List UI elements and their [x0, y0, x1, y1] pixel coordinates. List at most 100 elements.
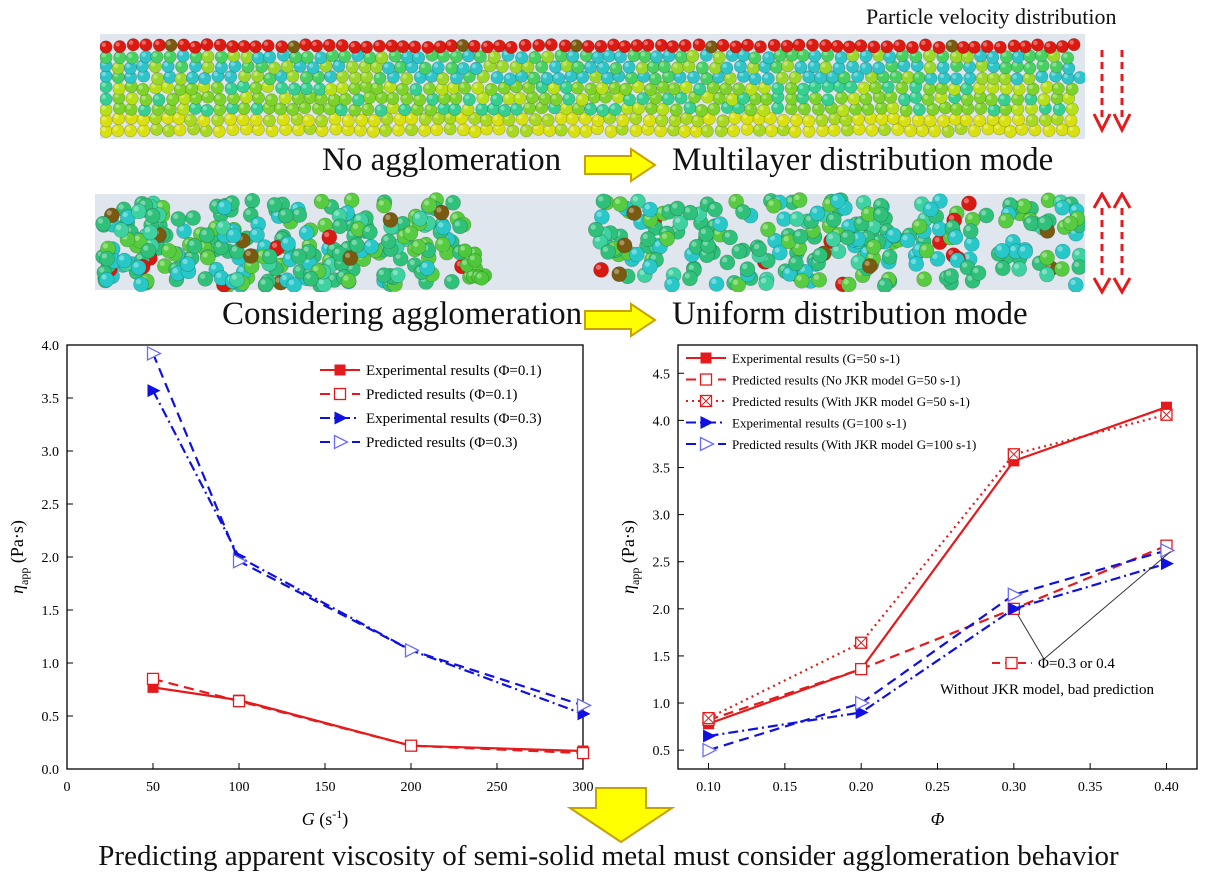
particle: [552, 71, 566, 85]
particle: [857, 81, 871, 95]
legend-marker: [699, 436, 715, 452]
particle: [400, 72, 414, 86]
particle: [151, 72, 165, 86]
particle: [741, 38, 755, 52]
particle: [678, 124, 692, 138]
particle: [825, 212, 842, 228]
row2-left-text: Considering agglomeration: [222, 296, 583, 332]
y-tick-label: 4.5: [653, 367, 671, 382]
particle: [280, 235, 296, 252]
particle: [881, 248, 898, 265]
particle: [872, 61, 886, 75]
data-point: [855, 662, 868, 676]
particle: [631, 80, 645, 94]
particle: [594, 209, 610, 225]
particle: [150, 122, 164, 136]
particle: [139, 38, 153, 52]
legend-marker: [334, 364, 346, 376]
particle: [372, 39, 386, 53]
particle: [937, 114, 951, 128]
particle: [277, 207, 294, 224]
particle: [111, 124, 125, 138]
series-2: [146, 672, 590, 760]
particle: [583, 60, 597, 74]
particle: [1007, 39, 1021, 53]
series-5: [702, 542, 1176, 758]
particle: [916, 271, 932, 287]
particle: [827, 123, 841, 137]
particle: [861, 258, 878, 274]
particle: [224, 82, 238, 96]
particle: [725, 93, 739, 107]
particle: [796, 82, 810, 96]
particle: [95, 215, 111, 232]
data-point: [855, 636, 868, 649]
particle: [287, 40, 301, 54]
particle: [608, 81, 622, 95]
series-line: [152, 686, 584, 753]
y-tick-label: 4.0: [42, 339, 60, 354]
x-axis-label: Φ: [931, 809, 945, 829]
particle: [959, 113, 973, 127]
particle: [197, 271, 214, 287]
particle: [363, 238, 379, 255]
particle: [912, 71, 926, 85]
y-tick-label: 0.5: [653, 744, 671, 759]
particle: [173, 123, 187, 137]
particle: [262, 248, 278, 265]
particle: [504, 40, 518, 54]
x-tick-label: 0.10: [696, 780, 721, 795]
particle: [142, 224, 158, 241]
particle: [299, 38, 313, 52]
particle: [113, 51, 127, 65]
particle: [753, 40, 767, 54]
particle: [412, 210, 428, 227]
y-axis-label: ηapp (Pa·s): [7, 520, 31, 594]
particle: [100, 92, 113, 106]
particle: [515, 51, 529, 65]
particle: [840, 276, 857, 292]
particle: [348, 40, 362, 54]
particle: [541, 113, 555, 127]
simulation-panel-top: [100, 34, 1085, 139]
particle: [937, 71, 951, 85]
particle: [113, 40, 127, 54]
legend-label: Experimental results (G=100 s-1): [732, 416, 906, 431]
particle: [519, 124, 533, 138]
particle: [1064, 114, 1078, 128]
particle: [1054, 199, 1071, 216]
particle: [261, 39, 275, 53]
data-point: [1160, 408, 1173, 421]
particle: [912, 103, 926, 117]
particle: [593, 262, 609, 278]
particle: [473, 50, 487, 64]
particle: [184, 113, 198, 127]
particle: [963, 71, 977, 85]
particle: [664, 276, 680, 292]
series-4: [146, 345, 592, 713]
particle: [492, 39, 506, 53]
particle: [911, 113, 925, 127]
particle: [842, 40, 856, 54]
particle: [436, 72, 450, 86]
particle: [998, 114, 1012, 128]
particle: [469, 61, 483, 75]
particle: [249, 227, 265, 243]
particle: [389, 267, 406, 283]
particle: [767, 38, 781, 52]
particle: [348, 71, 362, 85]
particle: [947, 229, 964, 246]
data-point: [1160, 557, 1174, 571]
particle: [321, 229, 338, 246]
particle: [695, 61, 709, 75]
particle: [367, 114, 381, 128]
particle: [792, 228, 809, 245]
particle: [986, 50, 1000, 64]
legend-marker: [333, 387, 347, 401]
particle: [789, 211, 805, 227]
particle: [164, 38, 178, 52]
particle: [410, 238, 427, 255]
particle: [243, 248, 259, 264]
particle: [722, 229, 738, 246]
x-tick-label: 0.40: [1154, 780, 1179, 795]
